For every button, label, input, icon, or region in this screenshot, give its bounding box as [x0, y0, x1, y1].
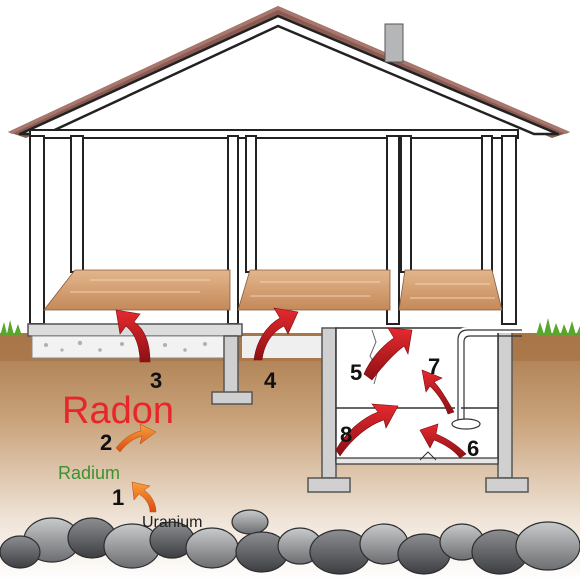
number-1: 1 — [112, 485, 124, 510]
roof — [8, 6, 570, 138]
arrow-1 — [131, 481, 157, 513]
floors — [43, 269, 503, 311]
number-8: 8 — [340, 422, 352, 447]
number-6: 6 — [467, 436, 479, 461]
number-7: 7 — [428, 354, 440, 379]
radium-label: Radium — [58, 463, 120, 483]
basement — [307, 327, 529, 493]
number-5: 5 — [350, 360, 362, 385]
arrow-4 — [253, 307, 299, 361]
gravel-strip — [242, 336, 322, 358]
arrow-2 — [115, 423, 157, 453]
slab-foundation — [27, 323, 253, 405]
number-2: 2 — [100, 430, 112, 455]
number-4: 4 — [264, 368, 277, 393]
grass — [0, 318, 580, 336]
arrow-8 — [335, 403, 399, 457]
bedrock — [0, 509, 580, 575]
arrow-3 — [115, 309, 151, 363]
chimney — [384, 23, 404, 63]
arrow-7 — [421, 369, 455, 415]
arrow-5 — [363, 327, 413, 381]
labels: Radon Radium Uranium 1 2 3 4 5 6 7 8 — [58, 354, 479, 531]
arrow-6 — [419, 423, 467, 459]
decay-arrows — [115, 423, 157, 513]
radon-arrows — [115, 307, 467, 459]
radon-label: Radon — [62, 390, 174, 432]
ceiling-beam — [29, 129, 519, 139]
uranium-label: Uranium — [142, 514, 202, 531]
number-3: 3 — [150, 368, 162, 393]
